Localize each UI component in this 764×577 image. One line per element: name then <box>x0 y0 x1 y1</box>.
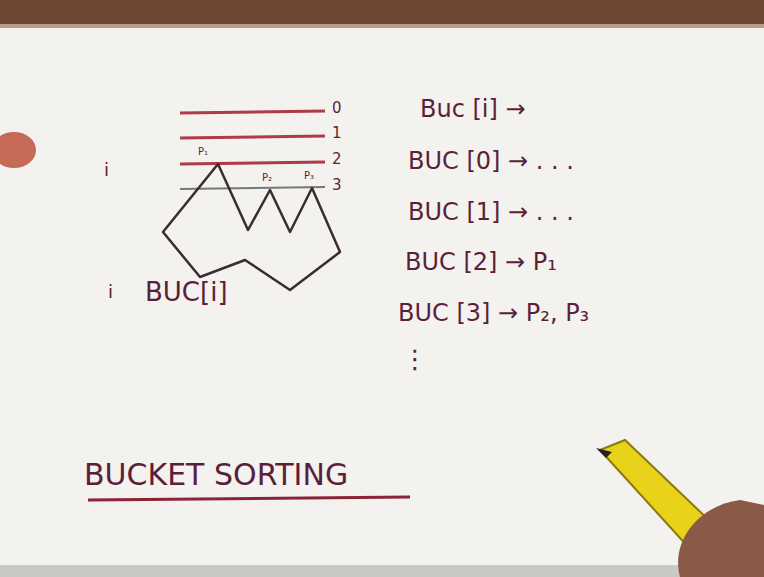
point-label: P₁ <box>198 146 208 157</box>
point-label: P₃ <box>304 170 314 181</box>
level-line <box>180 111 325 113</box>
marker-tip <box>596 448 612 458</box>
bucket-entry: BUC [2] → P₁ <box>405 249 557 275</box>
polygon <box>163 164 340 290</box>
level-number: 1 <box>332 125 342 142</box>
level-number: 2 <box>332 151 342 168</box>
board-frame-edge <box>0 24 764 28</box>
bucket-entry: BUC [0] → . . . <box>408 148 574 174</box>
level-line <box>180 162 325 164</box>
hand <box>678 500 764 577</box>
title: BUCKET SORTING <box>84 458 348 491</box>
level-line <box>180 136 325 138</box>
level-line <box>180 187 325 189</box>
continuation-dots: ⋮ <box>402 345 428 374</box>
underline <box>88 497 410 500</box>
finger <box>0 132 36 168</box>
board-frame <box>0 0 764 24</box>
bucket-entry: Buc [i] → <box>420 96 526 122</box>
point-label: P₂ <box>262 172 272 183</box>
level-number: 3 <box>332 177 342 194</box>
level-number: 0 <box>332 100 342 117</box>
index-mark: i <box>104 160 109 180</box>
index-mark: i <box>108 282 113 302</box>
bucket-entry: BUC [3] → P₂, P₃ <box>398 300 589 326</box>
bucket-label: BUC[i] <box>145 278 228 307</box>
board-bottom <box>0 565 764 577</box>
bucket-entry: BUC [1] → . . . <box>408 199 574 225</box>
